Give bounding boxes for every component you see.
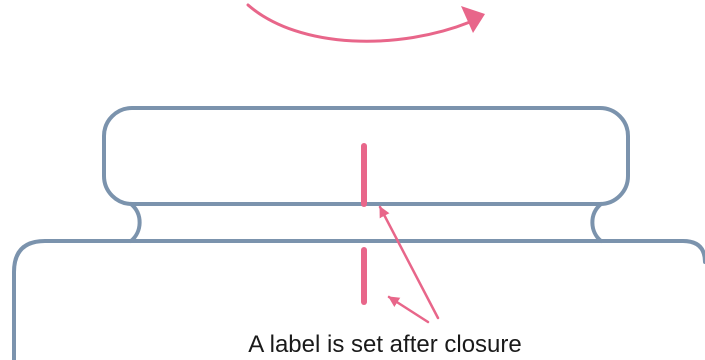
callout-arrows [378, 205, 440, 324]
jar-neck-left [129, 202, 142, 243]
jar-neck-right [590, 202, 603, 243]
callout-arrow-upper [378, 205, 440, 320]
callout-arrow-lower [387, 295, 430, 324]
jar-body [12, 239, 705, 360]
diagram-caption: A label is set after closure [248, 331, 521, 358]
rotation-arrow-icon [246, 3, 485, 43]
